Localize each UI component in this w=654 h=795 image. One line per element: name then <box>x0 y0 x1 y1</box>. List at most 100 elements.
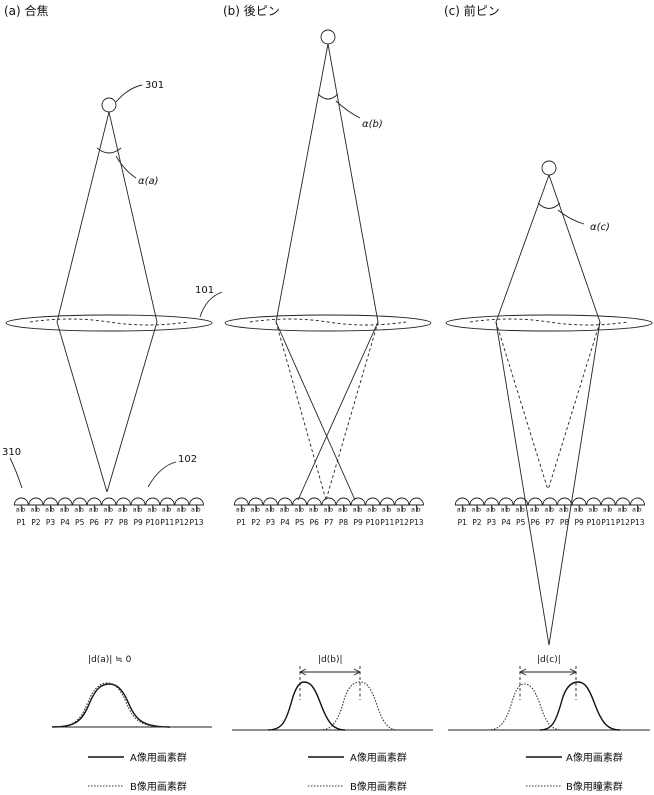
microlens <box>630 497 645 506</box>
microlens <box>586 497 602 506</box>
alpha-label-c: α(c) <box>590 222 610 233</box>
subpixel-label: a <box>588 506 592 514</box>
pixel-label: P2 <box>251 518 261 527</box>
legend-c: A像用画素群 B像用瞳素群 <box>526 751 623 793</box>
pixel-label: P4 <box>60 518 70 527</box>
leader-101 <box>199 291 223 318</box>
microlens <box>321 497 337 506</box>
pixel-label: P10 <box>587 518 601 527</box>
subpixel-label: b <box>285 506 289 514</box>
microlens <box>350 497 366 506</box>
microlens <box>116 497 131 506</box>
subpixel-label: a <box>191 506 195 514</box>
microlens <box>145 497 161 506</box>
lens-a <box>5 314 213 332</box>
pixel-label: P5 <box>75 518 85 527</box>
subpixel-label: a <box>617 506 621 514</box>
label-310: 310 <box>2 447 21 458</box>
curve-b-image-a <box>51 682 169 728</box>
microlens <box>28 497 44 506</box>
legend-a: A像用画素群 B像用画素群 <box>88 751 187 793</box>
subpixel-label: b <box>124 506 128 514</box>
subpixel-label: a <box>530 506 534 514</box>
microlens <box>513 497 529 506</box>
subpixel-label: a <box>396 506 400 514</box>
subpixel-label: b <box>94 506 98 514</box>
subpixel-label: b <box>373 506 377 514</box>
panel-c-title: (c) 前ピン <box>444 3 500 18</box>
lens-b <box>224 314 432 332</box>
pixel-label: P9 <box>574 518 584 527</box>
pixel-label: P11 <box>380 518 394 527</box>
microlens <box>57 497 73 506</box>
microlens <box>498 497 514 506</box>
subpixel-label: a <box>176 506 180 514</box>
curve-a-image-c <box>539 681 621 731</box>
subpixel-label: b <box>492 506 496 514</box>
label-301: 301 <box>145 80 164 91</box>
pixel-label: P7 <box>545 518 555 527</box>
pixel-label: P10 <box>366 518 380 527</box>
subpixel-label: a <box>60 506 64 514</box>
microlens <box>409 497 424 506</box>
pixel-label: P6 <box>90 518 100 527</box>
microlens <box>43 497 58 506</box>
subpixel-label: b <box>387 506 391 514</box>
microlens <box>13 497 29 506</box>
pixel-label: P1 <box>237 518 247 527</box>
microlens <box>571 497 587 506</box>
pixel-label: P13 <box>630 518 644 527</box>
pixel-label: P1 <box>17 518 27 527</box>
microlens <box>527 497 543 506</box>
pixel-label: P9 <box>133 518 143 527</box>
subpixel-label: b <box>506 506 510 514</box>
legend-c-label-a: A像用画素群 <box>566 751 623 764</box>
d-label-c: |d(c)| <box>537 655 561 665</box>
pixel-label: P5 <box>295 518 305 527</box>
legend-b-label-b: B像用画素群 <box>350 780 407 793</box>
subpixel-label: b <box>477 506 481 514</box>
subpixel-label: a <box>133 506 137 514</box>
microlens <box>469 497 485 506</box>
pixel-label: P2 <box>31 518 41 527</box>
pixel-label: P2 <box>472 518 482 527</box>
pixel-label: P4 <box>280 518 290 527</box>
subpixel-label: b <box>314 506 318 514</box>
d-label-a: |d(a)| ≒ 0 <box>88 655 132 665</box>
subpixel-label: a <box>265 506 269 514</box>
object-point-a <box>101 97 117 113</box>
alpha-arc-a <box>96 147 122 154</box>
subpixel-label: a <box>103 506 107 514</box>
pixel-label: P9 <box>353 518 363 527</box>
subpixel-label: b <box>521 506 525 514</box>
subpixel-label: a <box>603 506 607 514</box>
pixel-label: P7 <box>104 518 114 527</box>
curve-b-image-c <box>487 683 563 731</box>
subpixel-label: b <box>579 506 583 514</box>
subpixel-label: b <box>167 506 171 514</box>
subpixel-label: b <box>271 506 275 514</box>
subpixel-label: a <box>250 506 254 514</box>
subpixel-label: a <box>544 506 548 514</box>
pixel-label: P10 <box>146 518 160 527</box>
subpixel-label: b <box>138 506 142 514</box>
leader-310 <box>9 457 23 489</box>
microlens <box>600 497 616 506</box>
subpixel-label: a <box>559 506 563 514</box>
legend-a-label-a: A像用画素群 <box>130 751 187 764</box>
subpixel-label: a <box>30 506 34 514</box>
subpixel-label: a <box>309 506 313 514</box>
pixel-label: P5 <box>516 518 526 527</box>
microlens <box>72 497 88 506</box>
subpixel-label: b <box>535 506 539 514</box>
microlens <box>86 497 102 506</box>
microlens <box>263 497 278 506</box>
microlens <box>174 497 190 506</box>
pixel-label: P6 <box>531 518 541 527</box>
microlens <box>233 497 249 506</box>
subpixel-label: a <box>294 506 298 514</box>
subpixel-label: b <box>608 506 612 514</box>
